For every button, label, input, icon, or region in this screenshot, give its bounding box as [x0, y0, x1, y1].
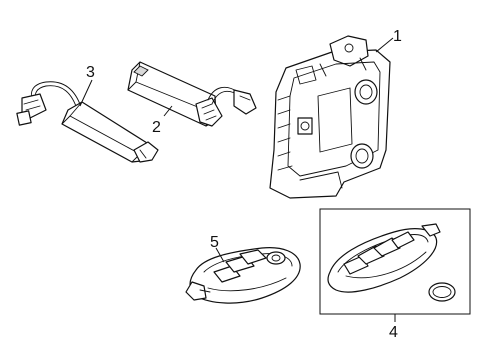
callout-2: 2: [152, 119, 161, 136]
leader-1: [375, 37, 394, 53]
part-3-antenna-with-cable: [16, 81, 159, 163]
leader-2: [163, 105, 173, 117]
callout-1: 1: [393, 28, 402, 45]
callouts: 1 2 3 4 5: [79, 28, 402, 341]
part-4-inset-box: [319, 208, 471, 315]
part-1-control-module: [269, 35, 391, 199]
callout-3: 3: [86, 64, 95, 81]
o-ring-icon: [428, 282, 456, 302]
callout-4: 4: [389, 324, 398, 341]
part-2-antenna-bar: [127, 61, 257, 127]
leader-5: [215, 247, 225, 263]
leader-3: [79, 79, 93, 107]
callout-5: 5: [210, 234, 219, 251]
part-5-smart-key-fob: [185, 247, 301, 304]
